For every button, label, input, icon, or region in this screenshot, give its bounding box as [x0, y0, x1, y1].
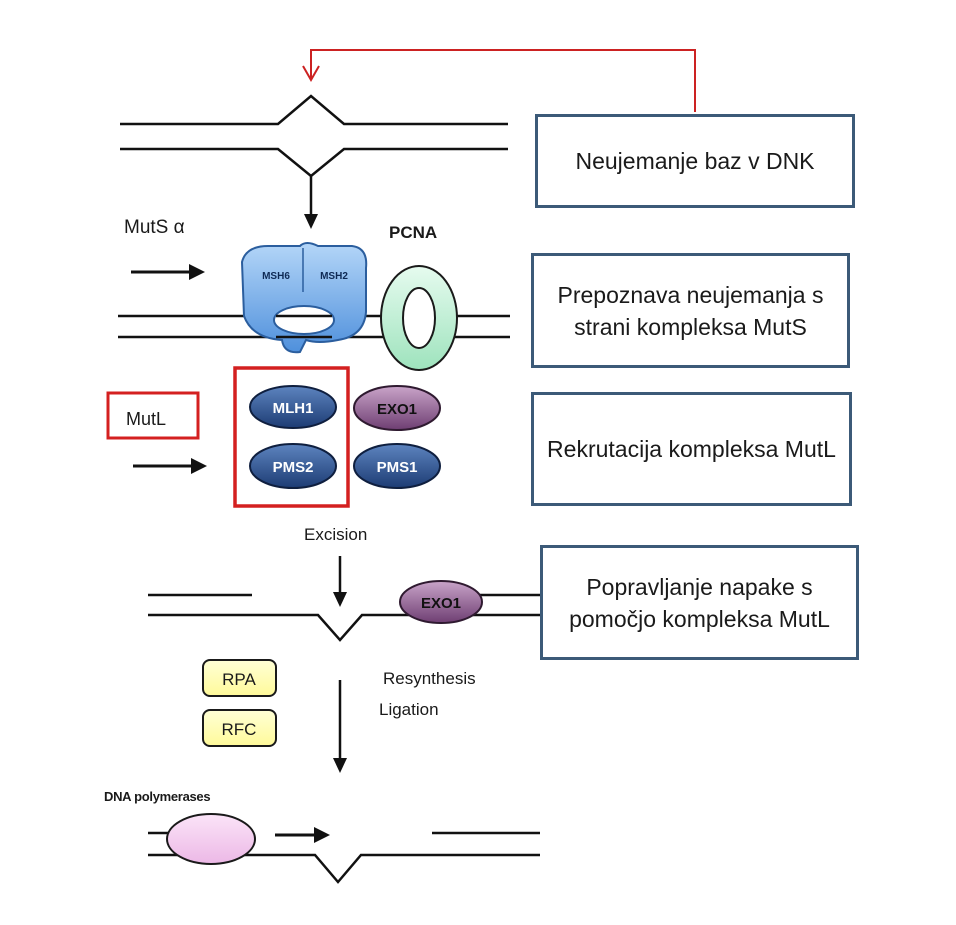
step-box-repair: Popravljanje napake s pomočjo kompleksa …	[540, 545, 859, 660]
label-pcna: PCNA	[389, 223, 437, 242]
feedback-arrow	[302, 49, 696, 112]
label-pms1: PMS1	[377, 459, 418, 476]
arrow-down-2	[333, 556, 347, 607]
step-box-recognition: Prepoznava neujemanja s strani kompleksa…	[531, 253, 850, 368]
pms1-protein	[353, 443, 441, 489]
label-rfc: RFC	[222, 720, 257, 739]
dna-through-msh	[276, 314, 332, 339]
label-excision: Excision	[304, 525, 367, 544]
label-mutl: MutL	[126, 409, 166, 429]
label-muts-alpha: MutS α	[124, 217, 185, 238]
label-resynthesis: Resynthesis	[383, 669, 476, 688]
muts-arrow	[131, 264, 205, 280]
label-exo1: EXO1	[377, 401, 417, 418]
arrow-down-3	[333, 680, 347, 773]
dna-polymerase-protein	[166, 813, 256, 865]
dna-mismatch-top	[120, 94, 508, 178]
pcna-ring	[380, 265, 458, 371]
polymerase-arrow	[275, 827, 330, 843]
arrow-down-1	[304, 176, 318, 229]
label-pms2: PMS2	[273, 459, 314, 476]
msh-complex	[240, 242, 368, 354]
exo1-repair-protein	[399, 580, 483, 624]
label-exo1-repair: EXO1	[421, 595, 461, 612]
rpa-box	[202, 659, 277, 697]
mutl-arrow	[133, 458, 207, 474]
label-mlh1: MLH1	[273, 400, 314, 417]
pms2-protein	[249, 443, 337, 489]
label-rpa: RPA	[222, 670, 256, 689]
label-msh6: MSH6	[262, 271, 290, 282]
label-dna-polymerases: DNA polymerases	[104, 789, 210, 804]
mutl-label-highlight	[106, 391, 200, 440]
step-box-mismatch: Neujemanje baz v DNK	[535, 114, 855, 208]
label-ligation: Ligation	[379, 700, 439, 719]
label-msh2: MSH2	[320, 271, 348, 282]
mutl-complex-highlight	[233, 366, 350, 508]
step-box-recruitment: Rekrutacija kompleksa MutL	[531, 392, 852, 506]
exo1-protein	[353, 385, 441, 431]
rfc-box	[202, 709, 277, 747]
mlh1-protein	[249, 385, 337, 429]
